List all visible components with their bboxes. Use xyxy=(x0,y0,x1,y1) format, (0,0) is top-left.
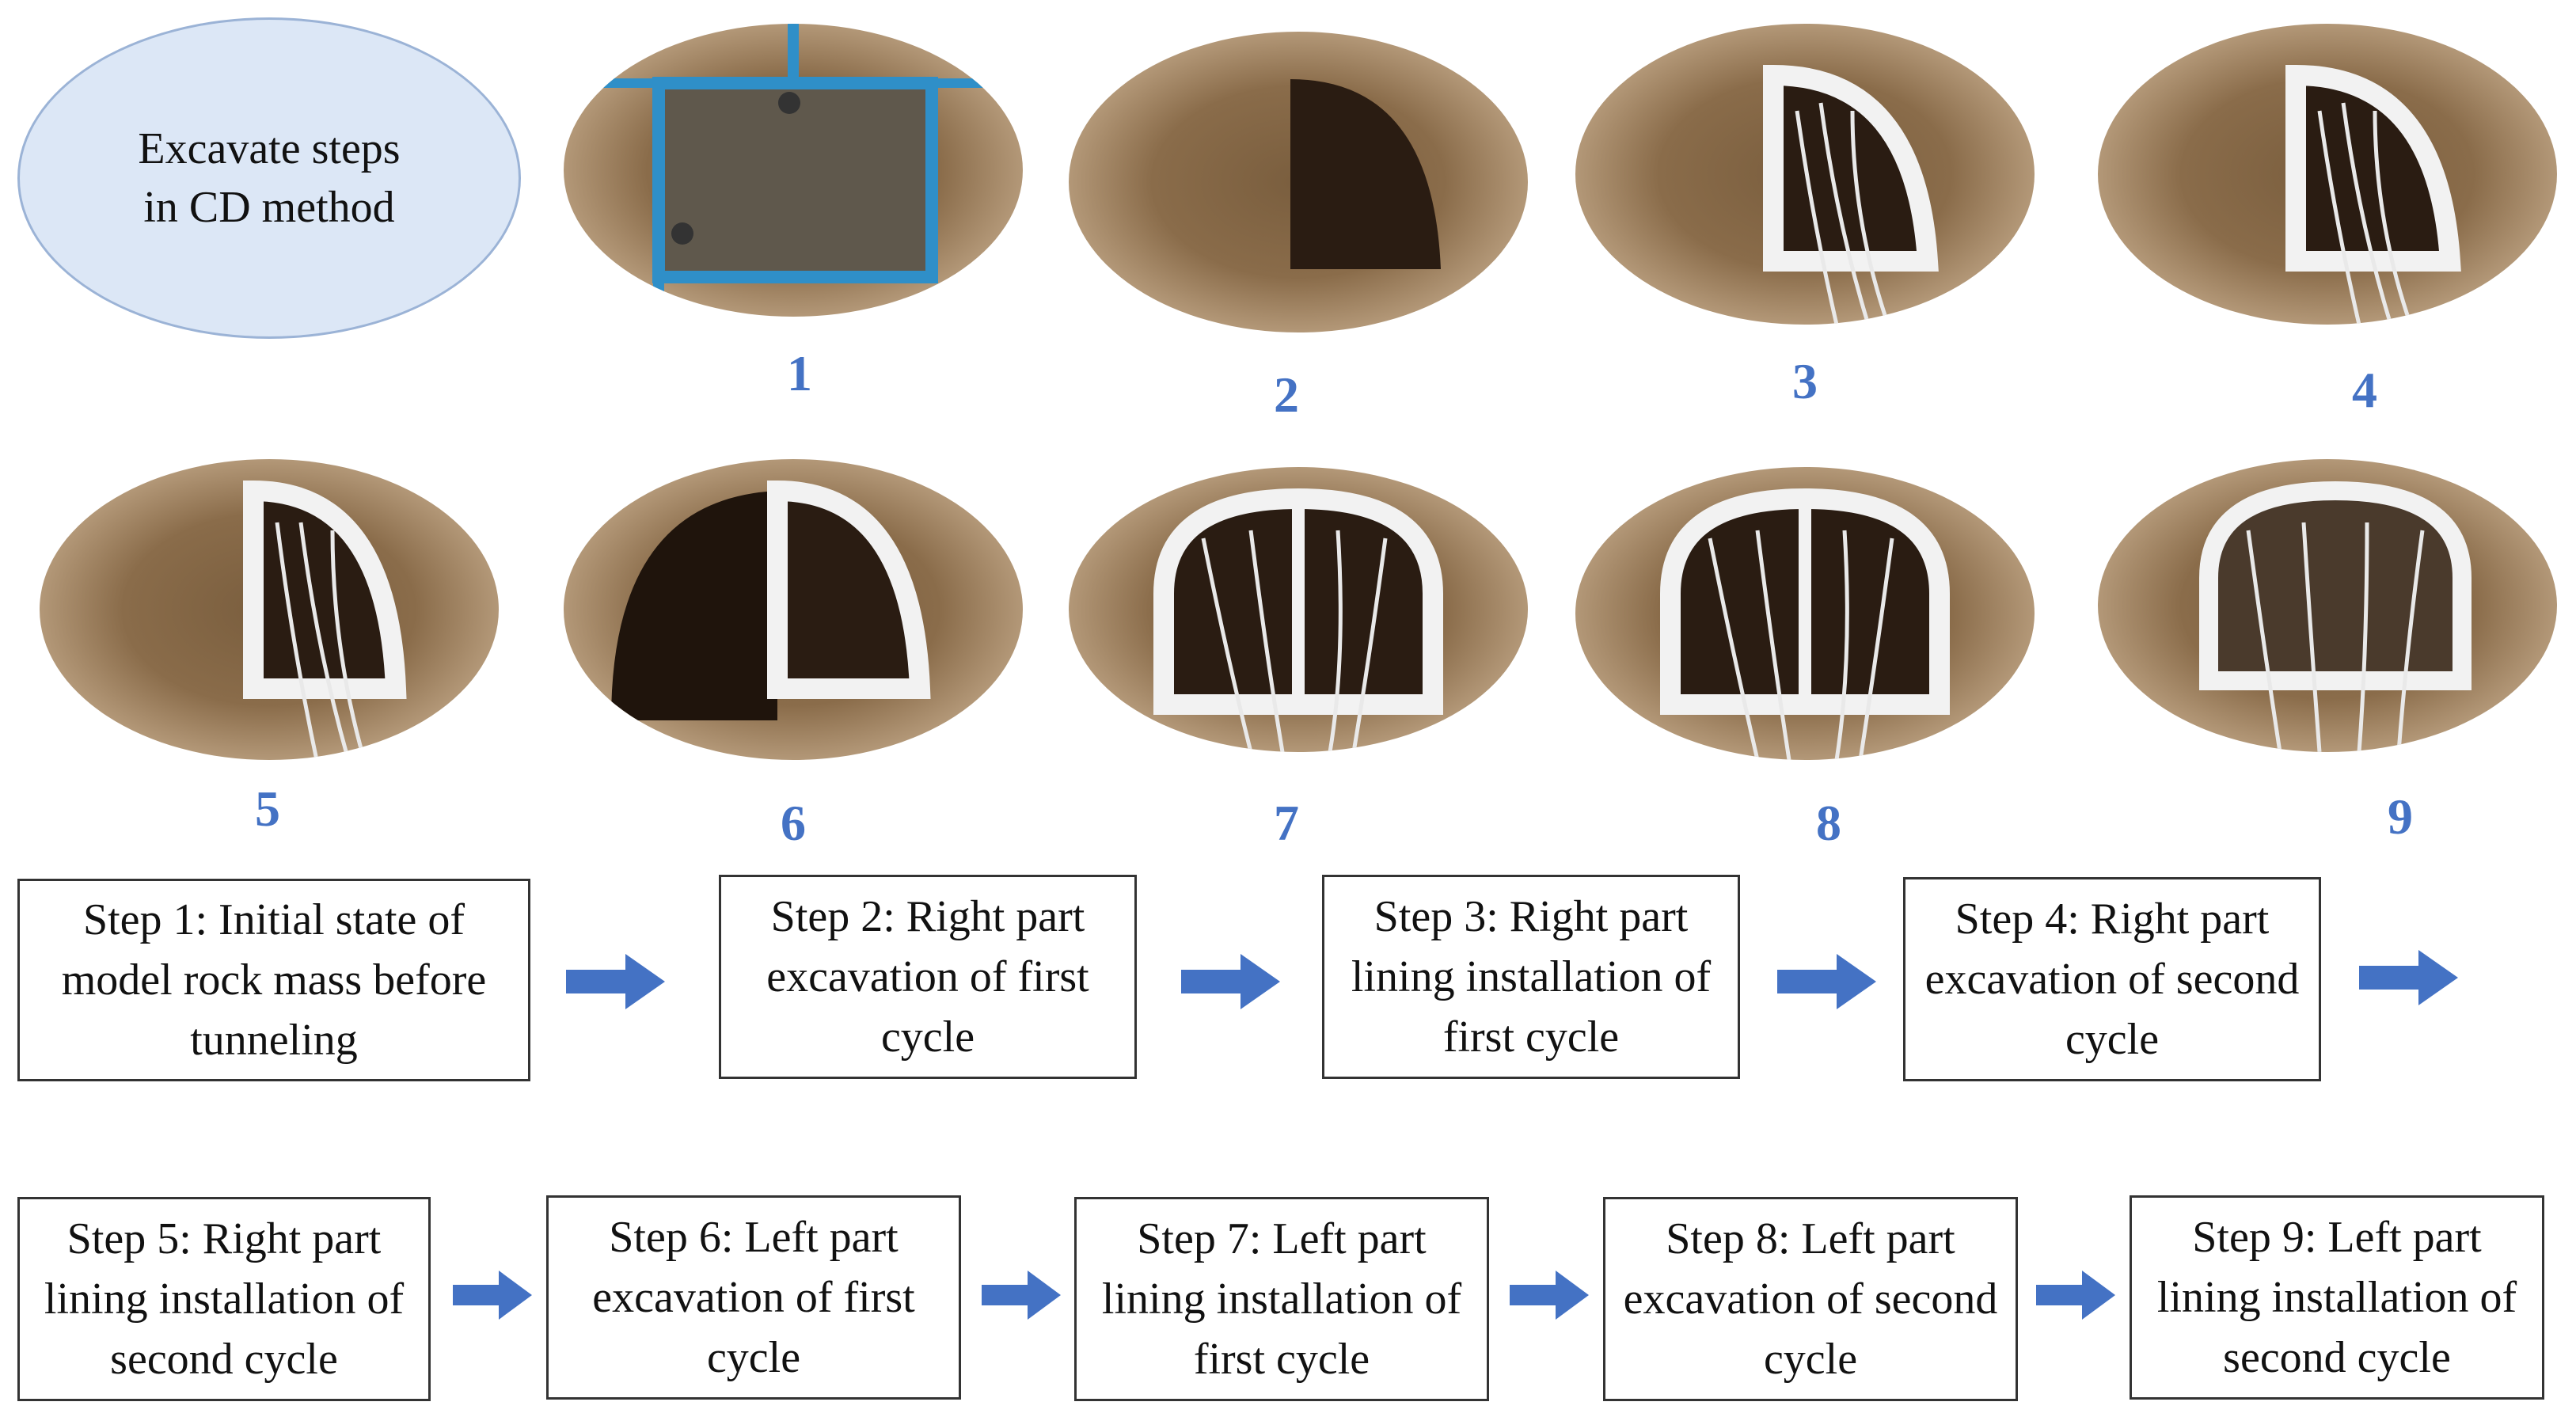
diagram-title: Excavate steps in CD method xyxy=(138,124,401,232)
step-number-4: 4 xyxy=(2352,362,2377,418)
step-number-5: 5 xyxy=(255,781,280,837)
step-number-8: 8 xyxy=(1816,795,1841,851)
photo-4 xyxy=(2098,24,2557,325)
photo-5 xyxy=(40,459,499,760)
arrow-right-icon xyxy=(1777,954,1876,1009)
full-lining-second-illustration xyxy=(1660,488,1950,760)
step-box-5: Step 5: Right part lining installation o… xyxy=(17,1197,431,1401)
step-box-2: Step 2: Right part excavation of first c… xyxy=(719,875,1137,1079)
step-box-1: Step 1: Initial state of model rock mass… xyxy=(17,879,530,1081)
photo-8 xyxy=(1575,467,2035,760)
final-lining-illustration xyxy=(2199,481,2472,752)
right-lining-second-illustration xyxy=(243,480,407,760)
step-number-7: 7 xyxy=(1274,795,1299,851)
arrow-right-icon xyxy=(453,1271,532,1320)
frame-illustration xyxy=(564,24,1023,317)
step-number-2: 2 xyxy=(1274,367,1299,423)
arrow-right-icon xyxy=(2036,1271,2115,1320)
photo-2 xyxy=(1069,32,1528,332)
step-label-2: Step 2: Right part excavation of first c… xyxy=(766,892,1089,1062)
step-number-1: 1 xyxy=(787,345,812,401)
arrow-right-icon xyxy=(2359,950,2458,1005)
step-label-3: Step 3: Right part lining installation o… xyxy=(1351,892,1712,1062)
step-label-1: Step 1: Initial state of model rock mass… xyxy=(61,895,487,1065)
full-lining-illustration xyxy=(1153,488,1443,752)
right-excavation-illustration xyxy=(1290,79,1441,269)
step-label-9: Step 9: Left part lining installation of… xyxy=(2156,1213,2517,1382)
photo-9 xyxy=(2098,459,2557,752)
step-label-5: Step 5: Right part lining installation o… xyxy=(44,1214,405,1384)
step-number-9: 9 xyxy=(2388,788,2413,845)
photo-1 xyxy=(564,24,1023,317)
step-box-6: Step 6: Left part excavation of first cy… xyxy=(546,1195,961,1400)
step-label-6: Step 6: Left part excavation of first cy… xyxy=(592,1213,915,1382)
right-lining-illustration xyxy=(1763,64,1939,325)
step-label-7: Step 7: Left part lining installation of… xyxy=(1101,1214,1462,1384)
right-excavation-second-illustration xyxy=(2285,64,2461,325)
step-box-3: Step 3: Right part lining installation o… xyxy=(1322,875,1740,1079)
arrow-right-icon xyxy=(1510,1271,1589,1320)
left-excavation-illustration xyxy=(611,480,931,720)
step-label-8: Step 8: Left part excavation of second c… xyxy=(1623,1214,1998,1384)
arrow-right-icon xyxy=(1181,954,1280,1009)
step-number-3: 3 xyxy=(1792,353,1818,409)
photo-3 xyxy=(1575,24,2035,325)
arrow-right-icon xyxy=(982,1271,1061,1320)
step-box-4: Step 4: Right part excavation of second … xyxy=(1903,877,2321,1081)
photo-6 xyxy=(564,459,1023,760)
step-box-7: Step 7: Left part lining installation of… xyxy=(1074,1197,1489,1401)
step-number-6: 6 xyxy=(781,795,806,851)
step-label-4: Step 4: Right part excavation of second … xyxy=(1924,895,2300,1064)
title-ellipse: Excavate steps in CD method xyxy=(17,17,521,339)
step-box-9: Step 9: Left part lining installation of… xyxy=(2130,1195,2544,1400)
step-box-8: Step 8: Left part excavation of second c… xyxy=(1603,1197,2018,1401)
arrow-right-icon xyxy=(566,954,665,1009)
photo-7 xyxy=(1069,467,1528,752)
